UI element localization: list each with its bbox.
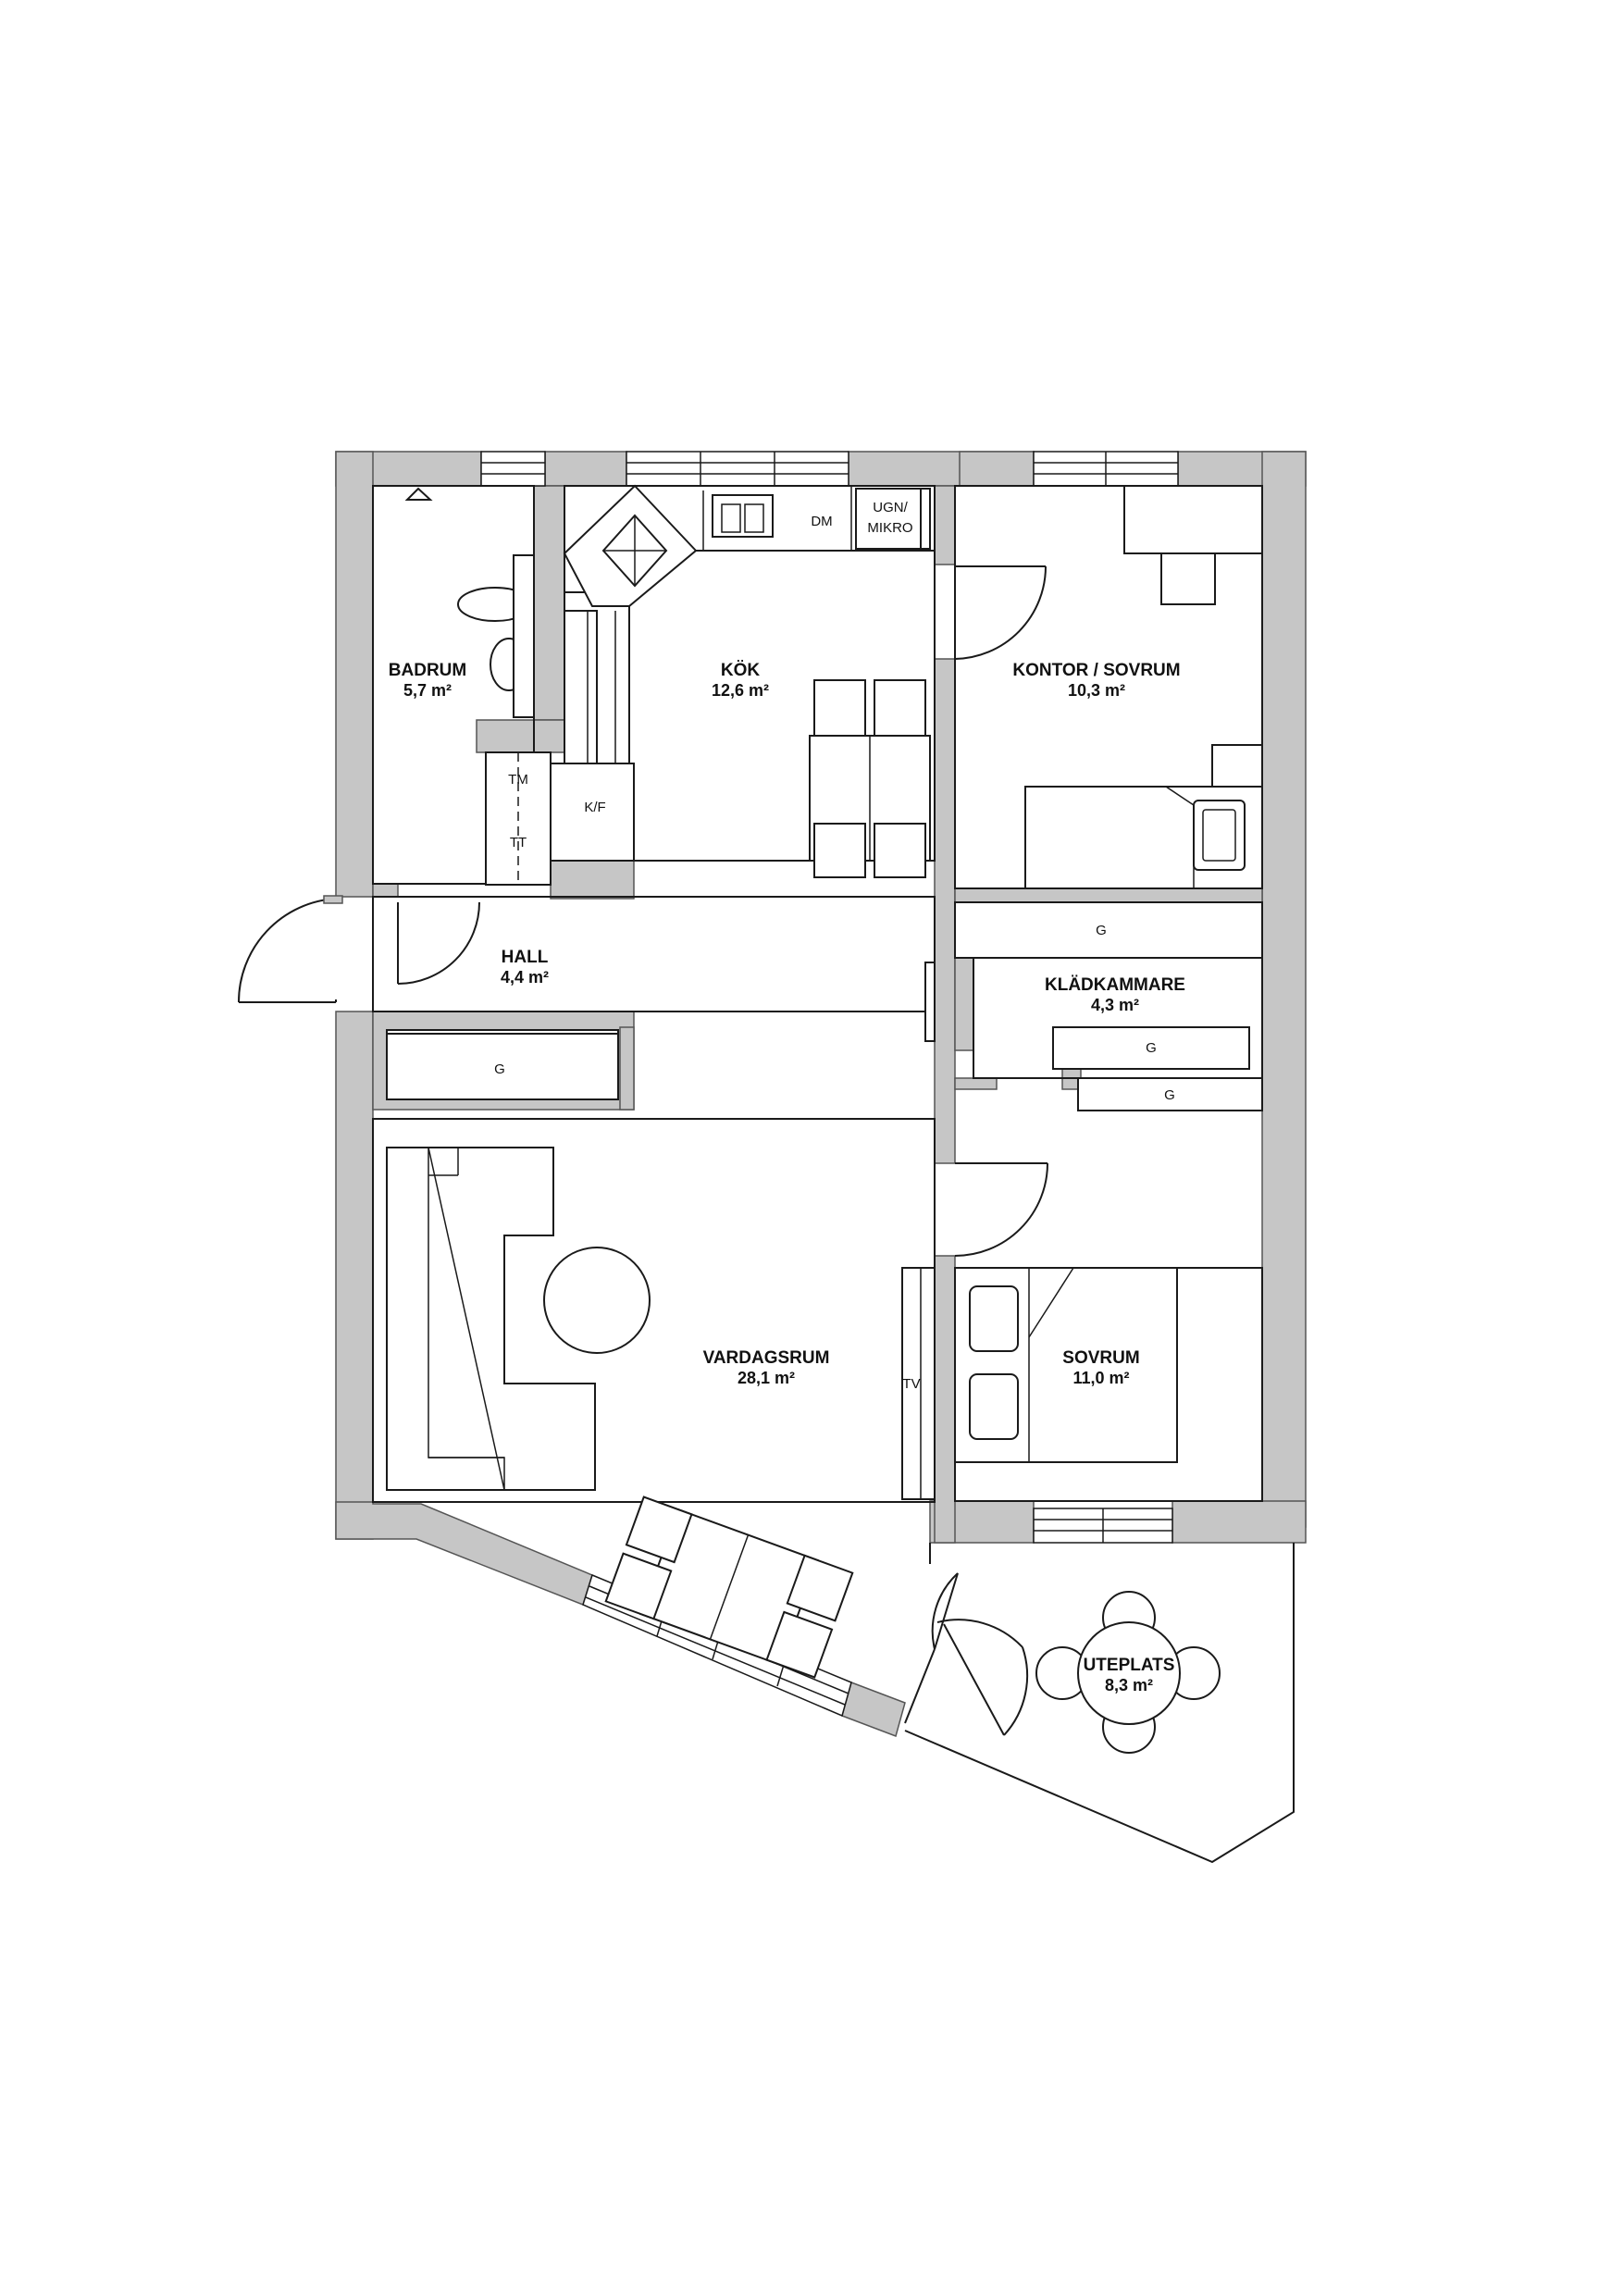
room-area-kladkammare: 4,3 m² bbox=[1091, 996, 1139, 1014]
wall-bottom-pier bbox=[841, 1682, 906, 1737]
wall-bottom-left bbox=[335, 1501, 593, 1606]
door-bedroom bbox=[954, 1162, 1048, 1257]
chair-icon bbox=[625, 1496, 693, 1564]
wall-kitchen-lower bbox=[550, 860, 635, 900]
closet-furniture bbox=[924, 901, 1263, 1111]
hall-closet bbox=[386, 1029, 619, 1100]
wall-left-upper bbox=[335, 451, 374, 898]
wall-left-lower bbox=[335, 1011, 374, 1540]
bathroom-fixtures bbox=[404, 487, 552, 886]
room-area-hall: 4,4 m² bbox=[501, 968, 549, 987]
doors bbox=[237, 565, 1048, 1736]
wardrobe bbox=[1052, 1026, 1250, 1070]
wall-hall-closet-inner bbox=[619, 1026, 635, 1111]
room-name-hall: HALL bbox=[502, 948, 549, 967]
drain-icon bbox=[404, 487, 433, 501]
terrace-outline bbox=[904, 1543, 1295, 1864]
office-furniture bbox=[1024, 485, 1263, 889]
chair-icon bbox=[813, 679, 866, 737]
wall-central-a bbox=[934, 658, 956, 1164]
walls bbox=[335, 451, 1307, 1737]
door-entrance bbox=[237, 898, 337, 1003]
label-washer: TM bbox=[508, 772, 528, 788]
window-kitchen bbox=[626, 451, 849, 487]
fridge bbox=[550, 763, 635, 862]
window-bath bbox=[480, 451, 546, 487]
wall-bottom-right-b bbox=[1172, 1500, 1307, 1544]
desk bbox=[1123, 485, 1263, 554]
room-area-vardagsrum: 28,1 m² bbox=[738, 1369, 795, 1387]
kitchen-sink-icon bbox=[712, 494, 774, 538]
sofa bbox=[386, 1147, 596, 1491]
chair-icon bbox=[874, 679, 926, 737]
room-area-badrum: 5,7 m² bbox=[403, 681, 452, 700]
labels: BADRUM 5,7 m² KÖK 12,6 m² KONTOR / SOVRU… bbox=[389, 500, 1185, 1694]
door-balcony-left bbox=[931, 1572, 959, 1650]
label-wardrobe-closet-bottom: G bbox=[1164, 1087, 1175, 1103]
label-tv: TV bbox=[902, 1376, 920, 1392]
kitchen-table bbox=[809, 679, 931, 878]
room-name-sovrum: SOVRUM bbox=[1062, 1348, 1139, 1368]
wall-closet-bottom-a bbox=[954, 1077, 998, 1090]
terrace-table bbox=[1077, 1621, 1181, 1725]
chair-icon bbox=[813, 823, 866, 878]
wall-office-bottom bbox=[954, 887, 1263, 903]
label-dryer: TT bbox=[510, 835, 527, 850]
label-dishwasher: DM bbox=[811, 514, 832, 529]
wall-right-upper bbox=[1261, 451, 1307, 1528]
room-area-kok: 12,6 m² bbox=[712, 681, 769, 700]
wardrobe bbox=[386, 1029, 619, 1100]
room-name-kladkammare: KLÄDKAMMARE bbox=[1045, 975, 1185, 995]
wall-bath-nook bbox=[476, 719, 565, 753]
door-balcony-right bbox=[1003, 1646, 1029, 1736]
pillow bbox=[1193, 800, 1246, 871]
wardrobe bbox=[954, 901, 1263, 959]
label-wardrobe-hall: G bbox=[494, 1061, 505, 1077]
wall-bath-right bbox=[533, 485, 565, 721]
wall-closet-partition bbox=[954, 957, 974, 1051]
room-name-kok: KÖK bbox=[721, 661, 761, 680]
room-name-uteplats: UTEPLATS bbox=[1084, 1656, 1175, 1675]
wall-bath-bottom bbox=[372, 883, 399, 898]
chair-icon bbox=[604, 1552, 673, 1620]
wall-top-mid-a bbox=[544, 451, 627, 487]
wall-central-b bbox=[934, 1255, 956, 1544]
room-name-vardagsrum: VARDAGSRUM bbox=[703, 1348, 830, 1368]
label-wardrobe-closet-mid: G bbox=[1146, 1040, 1157, 1056]
desk-chair bbox=[1160, 552, 1216, 605]
kitchen-fixtures bbox=[550, 484, 935, 862]
tv-bench bbox=[901, 1267, 936, 1500]
chair-icon bbox=[874, 823, 926, 878]
living-furniture bbox=[386, 1147, 936, 1679]
wardrobe bbox=[1077, 1077, 1263, 1111]
coffee-table bbox=[543, 1247, 651, 1354]
room-name-badrum: BADRUM bbox=[389, 661, 466, 680]
label-fridge: K/F bbox=[584, 800, 605, 815]
label-oven-2: MIKRO bbox=[867, 520, 912, 536]
terrace bbox=[904, 1543, 1295, 1864]
bedroom-furniture bbox=[954, 1267, 1178, 1463]
chair-icon bbox=[765, 1610, 834, 1679]
dining-table bbox=[604, 1496, 854, 1679]
room-area-uteplats: 8,3 m² bbox=[1105, 1676, 1153, 1694]
label-oven-1: UGN/ bbox=[873, 500, 908, 515]
wall-top-right-b bbox=[959, 451, 1035, 487]
wall-kitchen-office bbox=[934, 485, 956, 565]
chair-icon bbox=[786, 1554, 854, 1622]
room-area-kontor: 10,3 m² bbox=[1068, 681, 1125, 700]
room-name-kontor: KONTOR / SOVRUM bbox=[1012, 661, 1180, 680]
room-area-sovrum: 11,0 m² bbox=[1072, 1369, 1129, 1387]
pillow bbox=[969, 1373, 1019, 1440]
label-wardrobe-closet-top: G bbox=[1096, 923, 1107, 938]
pillow bbox=[969, 1285, 1019, 1352]
